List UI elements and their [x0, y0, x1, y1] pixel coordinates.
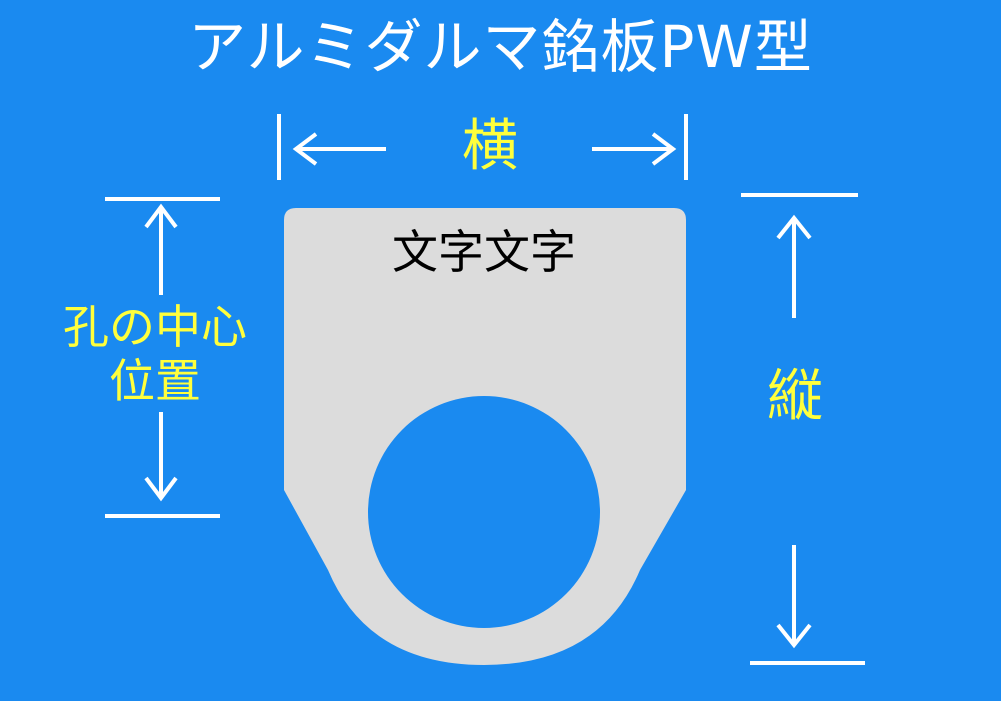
height-label: 縦: [767, 364, 823, 429]
hole-center-dimension: [105, 197, 220, 518]
height-dimension: [741, 193, 865, 665]
width-label: 横: [462, 114, 518, 179]
plate-sample-text: 文字文字: [392, 225, 576, 279]
hole-center-label-line1: 孔の中心: [63, 300, 247, 354]
nameplate-shape: [284, 208, 686, 665]
hole-center-label-line2: 位置: [109, 354, 201, 408]
hole-center-label: 孔の中心 位置: [40, 300, 270, 408]
width-dimension: [277, 114, 688, 180]
page-title: アルミダルマ銘板PW型: [188, 13, 813, 81]
